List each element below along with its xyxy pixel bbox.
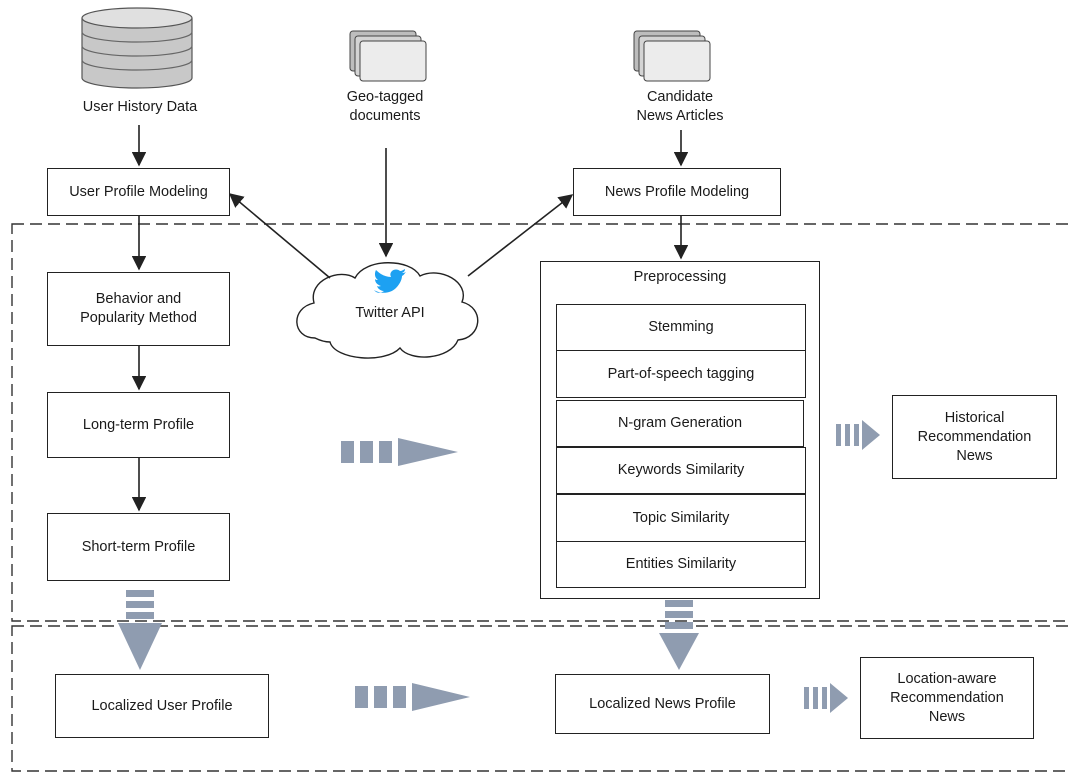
location-aware-recommendation-box: Location-aware Recommendation News xyxy=(860,657,1034,739)
step-ngram-generation: N-gram Generation xyxy=(556,400,804,447)
step-pos-tagging: Part-of-speech tagging xyxy=(556,350,806,398)
document-stack-icon xyxy=(349,30,427,82)
arrow-api-to-user-modeling xyxy=(228,193,331,279)
step-topic-similarity: Topic Similarity xyxy=(556,494,806,542)
twitter-api-label: Twitter API xyxy=(355,305,425,321)
step-stemming: Stemming xyxy=(556,304,806,351)
geo-tagged-label: Geo-tagged documents xyxy=(346,89,424,124)
step-entities-similarity: Entities Similarity xyxy=(556,541,806,588)
user-profile-modeling-box: User Profile Modeling xyxy=(47,168,230,216)
flow-arrow-preprocessing-to-localized xyxy=(659,600,699,670)
flow-arrow-shortterm-to-localized xyxy=(118,590,162,670)
arrow-api-to-news-modeling xyxy=(467,194,574,277)
news-stack-icon xyxy=(633,30,711,82)
behavior-popularity-box: Behavior and Popularity Method xyxy=(47,272,230,346)
flow-arrow-localized-user-to-news xyxy=(355,683,470,711)
news-profile-modeling-box: News Profile Modeling xyxy=(573,168,781,216)
offline-region-border xyxy=(11,223,1071,622)
localized-news-profile-box: Localized News Profile xyxy=(555,674,770,734)
flow-arrow-profiles-to-preprocessing xyxy=(341,438,458,466)
candidate-news-label: Candidate News Articles xyxy=(636,89,724,124)
localization-region-border xyxy=(11,625,1071,772)
database-icon xyxy=(81,7,193,89)
short-term-profile-box: Short-term Profile xyxy=(47,513,230,581)
localized-user-profile-box: Localized User Profile xyxy=(55,674,269,738)
cloud-shape xyxy=(296,262,479,359)
step-keywords-similarity: Keywords Similarity xyxy=(556,447,806,494)
flow-arrow-to-historical xyxy=(836,420,880,450)
historical-recommendation-box: Historical Recommendation News xyxy=(892,395,1057,479)
flow-arrow-to-location-aware xyxy=(804,683,848,713)
twitter-bird-icon xyxy=(374,269,406,293)
user-history-label: User History Data xyxy=(82,99,198,115)
preprocessing-title: Preprocessing xyxy=(633,269,727,285)
long-term-profile-box: Long-term Profile xyxy=(47,392,230,458)
